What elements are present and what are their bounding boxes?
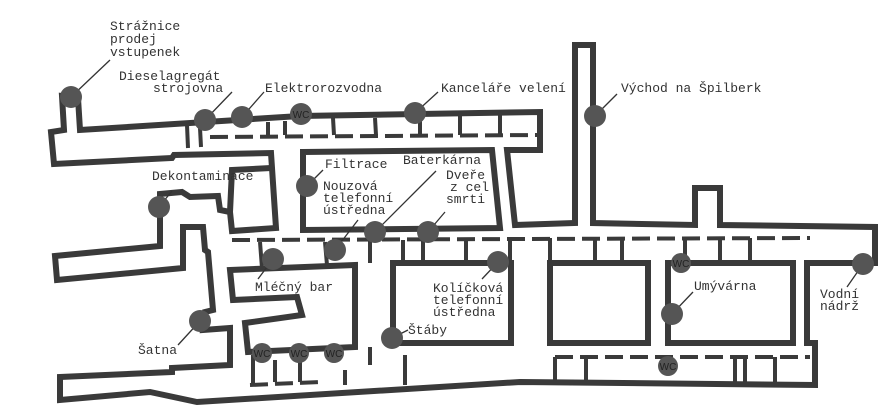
label-dvere: Dveře z cel smrti (446, 168, 497, 207)
marker-baterkarna[interactable] (364, 221, 386, 243)
label-kancelare: Kanceláře velení (441, 81, 566, 96)
label-dekontaminace: Dekontaminace (152, 169, 253, 184)
wc-label: WC (254, 349, 271, 360)
left-bottom-partition (249, 380, 321, 387)
marker-diesel[interactable] (194, 109, 216, 131)
label-line: nádrž (820, 299, 859, 314)
marker-wc-umyvarna[interactable] (671, 253, 691, 273)
walls (47, 42, 878, 406)
label-staby: Štáby (408, 323, 447, 338)
room-dividers (185, 115, 777, 385)
label-line: vstupenek (110, 45, 180, 60)
marker-kolickova[interactable] (487, 251, 509, 273)
marker-staby[interactable] (381, 327, 403, 349)
wc-label: WC (660, 362, 677, 373)
label-line: Kolíčková (433, 281, 503, 296)
umyvarna-room (665, 260, 796, 346)
marker-wc-bottom[interactable] (658, 356, 678, 376)
label-baterkarna: Baterkárna (403, 153, 481, 168)
marker-vodni[interactable] (852, 253, 874, 275)
room-labels: Strážnice prodej vstupenek Dieselagregát… (110, 19, 867, 358)
marker-kancelare[interactable] (404, 102, 426, 124)
label-diesel: Dieselagregát strojovna (119, 69, 228, 96)
mid-corridor-partition (231, 236, 811, 242)
label-line: telefonní (433, 293, 503, 308)
marker-wc-1[interactable] (252, 343, 272, 363)
marker-straznice[interactable] (60, 86, 82, 108)
top-corridor-partition (209, 133, 541, 139)
label-straznice: Strážnice prodej vstupenek (110, 19, 188, 60)
label-line: Dveře (446, 168, 485, 183)
label-satna: Šatna (138, 343, 177, 358)
marker-wc-top[interactable] (290, 103, 312, 125)
outer-wall (47, 42, 878, 406)
marker-wc-3[interactable] (324, 343, 344, 363)
marker-wc-2[interactable] (289, 343, 309, 363)
label-kolickova: Kolíčková telefonní ústředna (433, 281, 511, 320)
label-line: Vodní (820, 287, 859, 302)
markers (60, 86, 874, 376)
kolickova-room (390, 260, 514, 346)
marker-filtrace[interactable] (296, 175, 318, 197)
filtrace-block (300, 146, 504, 234)
label-line: Nouzová (323, 179, 378, 194)
marker-nouzova[interactable] (324, 239, 346, 261)
label-vychod: Východ na Špilberk (621, 81, 762, 96)
label-line: smrti (446, 192, 485, 207)
label-line: prodej (110, 32, 157, 47)
middle-room (547, 260, 651, 346)
label-umyvarna: Umývárna (694, 279, 757, 294)
mlecny-bar-block (226, 261, 358, 356)
marker-dvere[interactable] (417, 221, 439, 243)
label-nouzova: Nouzová telefonní ústředna (323, 179, 401, 218)
label-elektro: Elektrorozvodna (265, 81, 382, 96)
marker-dekontaminace[interactable] (148, 196, 170, 218)
wc-labels: WC WC WC WC WC WC (254, 110, 690, 373)
marker-vychod[interactable] (584, 105, 606, 127)
label-line: telefonní (323, 191, 393, 206)
dekontaminace-room (227, 165, 272, 213)
wc-label: WC (673, 259, 690, 270)
wc-label: WC (293, 110, 310, 121)
leader-line (374, 170, 437, 233)
marker-elektro[interactable] (231, 106, 253, 128)
label-line: Strážnice (110, 19, 180, 34)
label-filtrace: Filtrace (325, 157, 387, 172)
label-line: ústředna (323, 203, 386, 218)
label-line: ústředna (433, 305, 496, 320)
wc-label: WC (326, 349, 343, 360)
label-line: strojovna (153, 81, 223, 96)
wc-label: WC (291, 349, 308, 360)
marker-mlecny[interactable] (262, 248, 284, 270)
label-line: z cel (450, 180, 489, 195)
label-mlecny: Mléčný bar (255, 280, 333, 295)
marker-satna[interactable] (189, 310, 211, 332)
label-vodni: Vodní nádrž (820, 287, 867, 314)
marker-umyvarna[interactable] (661, 303, 683, 325)
label-line: Dieselagregát (119, 69, 220, 84)
